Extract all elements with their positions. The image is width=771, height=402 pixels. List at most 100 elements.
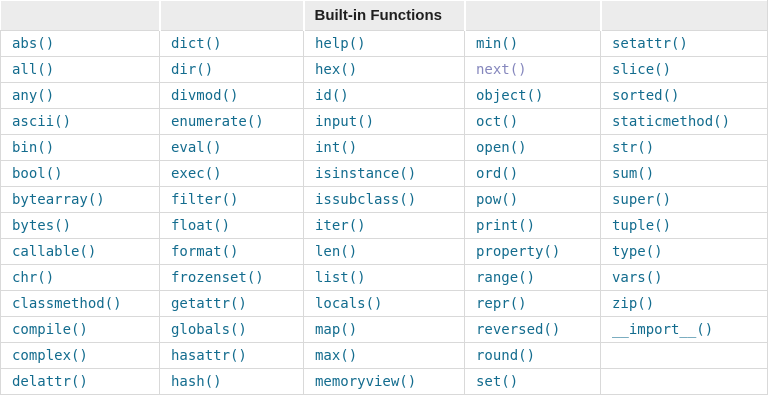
function-cell: int() — [303, 134, 465, 161]
header-cell-empty-4 — [463, 0, 602, 31]
function-link[interactable]: slice() — [612, 61, 672, 78]
function-link[interactable]: dict() — [171, 35, 222, 52]
function-link[interactable]: iter() — [315, 217, 366, 234]
table-row: bytes() float() iter() print() tuple() — [0, 212, 768, 239]
function-link[interactable]: format() — [171, 243, 239, 260]
function-link[interactable]: ascii() — [12, 113, 72, 130]
function-link[interactable]: divmod() — [171, 87, 239, 104]
function-cell: classmethod() — [0, 290, 160, 317]
function-link[interactable]: open() — [476, 139, 527, 156]
function-link[interactable]: getattr() — [171, 295, 247, 312]
function-link[interactable]: int() — [315, 139, 358, 156]
function-link[interactable]: __import__() — [612, 321, 714, 338]
function-link[interactable]: max() — [315, 347, 358, 364]
function-cell: all() — [0, 56, 160, 83]
function-link[interactable]: float() — [171, 217, 231, 234]
table-row: abs() dict() help() min() setattr() — [0, 30, 768, 57]
function-cell: callable() — [0, 238, 160, 265]
function-link[interactable]: help() — [315, 35, 366, 52]
function-link[interactable]: type() — [612, 243, 663, 260]
function-link[interactable]: compile() — [12, 321, 88, 338]
table-row: bool() exec() isinstance() ord() sum() — [0, 160, 768, 187]
function-cell: ord() — [464, 160, 601, 187]
builtin-functions-table: Built-in Functions abs()dict()help()min(… — [0, 0, 768, 395]
function-link[interactable]: bytearray() — [12, 191, 105, 208]
function-cell: issubclass() — [303, 186, 465, 213]
table-row: delattr() hash() memoryview() set() — [0, 368, 768, 395]
table-row: complex() hasattr() max() round() — [0, 342, 768, 369]
header-cell-empty-1 — [0, 0, 161, 31]
function-link[interactable]: isinstance() — [315, 165, 417, 182]
function-cell: repr() — [464, 290, 601, 317]
function-link[interactable]: range() — [476, 269, 536, 286]
function-cell: open() — [464, 134, 601, 161]
function-cell: memoryview() — [303, 368, 465, 395]
function-link[interactable]: dir() — [171, 61, 214, 78]
function-cell: enumerate() — [159, 108, 304, 135]
function-link[interactable]: sum() — [612, 165, 655, 182]
function-link[interactable]: abs() — [12, 35, 55, 52]
function-link[interactable]: ord() — [476, 165, 519, 182]
function-link[interactable]: id() — [315, 87, 349, 104]
function-link[interactable]: chr() — [12, 269, 55, 286]
function-link[interactable]: next() — [476, 61, 527, 78]
function-link[interactable]: frozenset() — [171, 269, 264, 286]
function-link[interactable]: repr() — [476, 295, 527, 312]
function-link[interactable]: str() — [612, 139, 655, 156]
function-link[interactable]: map() — [315, 321, 358, 338]
function-link[interactable]: tuple() — [612, 217, 672, 234]
function-cell: format() — [159, 238, 304, 265]
function-cell: list() — [303, 264, 465, 291]
function-link[interactable]: classmethod() — [12, 295, 122, 312]
function-link[interactable]: memoryview() — [315, 373, 417, 390]
function-link[interactable]: input() — [315, 113, 375, 130]
function-link[interactable]: reversed() — [476, 321, 561, 338]
function-link[interactable]: oct() — [476, 113, 519, 130]
function-link[interactable]: pow() — [476, 191, 519, 208]
function-cell: str() — [600, 134, 768, 161]
function-cell: sum() — [600, 160, 768, 187]
function-link[interactable]: vars() — [612, 269, 663, 286]
function-cell: dir() — [159, 56, 304, 83]
function-link[interactable]: sorted() — [612, 87, 680, 104]
function-link[interactable]: list() — [315, 269, 366, 286]
function-cell: iter() — [303, 212, 465, 239]
function-link[interactable]: bin() — [12, 139, 55, 156]
function-link[interactable]: round() — [476, 347, 536, 364]
function-link[interactable]: filter() — [171, 191, 239, 208]
function-link[interactable]: setattr() — [612, 35, 688, 52]
function-link[interactable]: zip() — [612, 295, 655, 312]
function-link[interactable]: hex() — [315, 61, 358, 78]
function-link[interactable]: print() — [476, 217, 536, 234]
function-link[interactable]: set() — [476, 373, 519, 390]
function-link[interactable]: staticmethod() — [612, 113, 731, 130]
function-link[interactable]: complex() — [12, 347, 88, 364]
function-link[interactable]: super() — [612, 191, 672, 208]
function-cell: bool() — [0, 160, 160, 187]
function-link[interactable]: bool() — [12, 165, 63, 182]
function-link[interactable]: bytes() — [12, 217, 72, 234]
function-link[interactable]: len() — [315, 243, 358, 260]
function-link[interactable]: callable() — [12, 243, 97, 260]
header-cell-empty-2 — [158, 0, 305, 31]
function-link[interactable]: min() — [476, 35, 519, 52]
function-link[interactable]: enumerate() — [171, 113, 264, 130]
function-link[interactable]: hasattr() — [171, 347, 247, 364]
function-link[interactable]: all() — [12, 61, 55, 78]
function-link[interactable]: hash() — [171, 373, 222, 390]
function-cell: range() — [464, 264, 601, 291]
function-cell: filter() — [159, 186, 304, 213]
function-link[interactable]: object() — [476, 87, 544, 104]
function-link[interactable]: locals() — [315, 295, 383, 312]
function-link[interactable]: delattr() — [12, 373, 88, 390]
function-cell: hex() — [303, 56, 465, 83]
function-cell: __import__() — [600, 316, 768, 343]
function-link[interactable]: issubclass() — [315, 191, 417, 208]
function-link[interactable]: property() — [476, 243, 561, 260]
table-row: all() dir() hex() next() slice() — [0, 56, 768, 83]
function-link[interactable]: eval() — [171, 139, 222, 156]
function-link[interactable]: globals() — [171, 321, 247, 338]
function-link[interactable]: exec() — [171, 165, 222, 182]
function-link[interactable]: any() — [12, 87, 55, 104]
function-cell: property() — [464, 238, 601, 265]
